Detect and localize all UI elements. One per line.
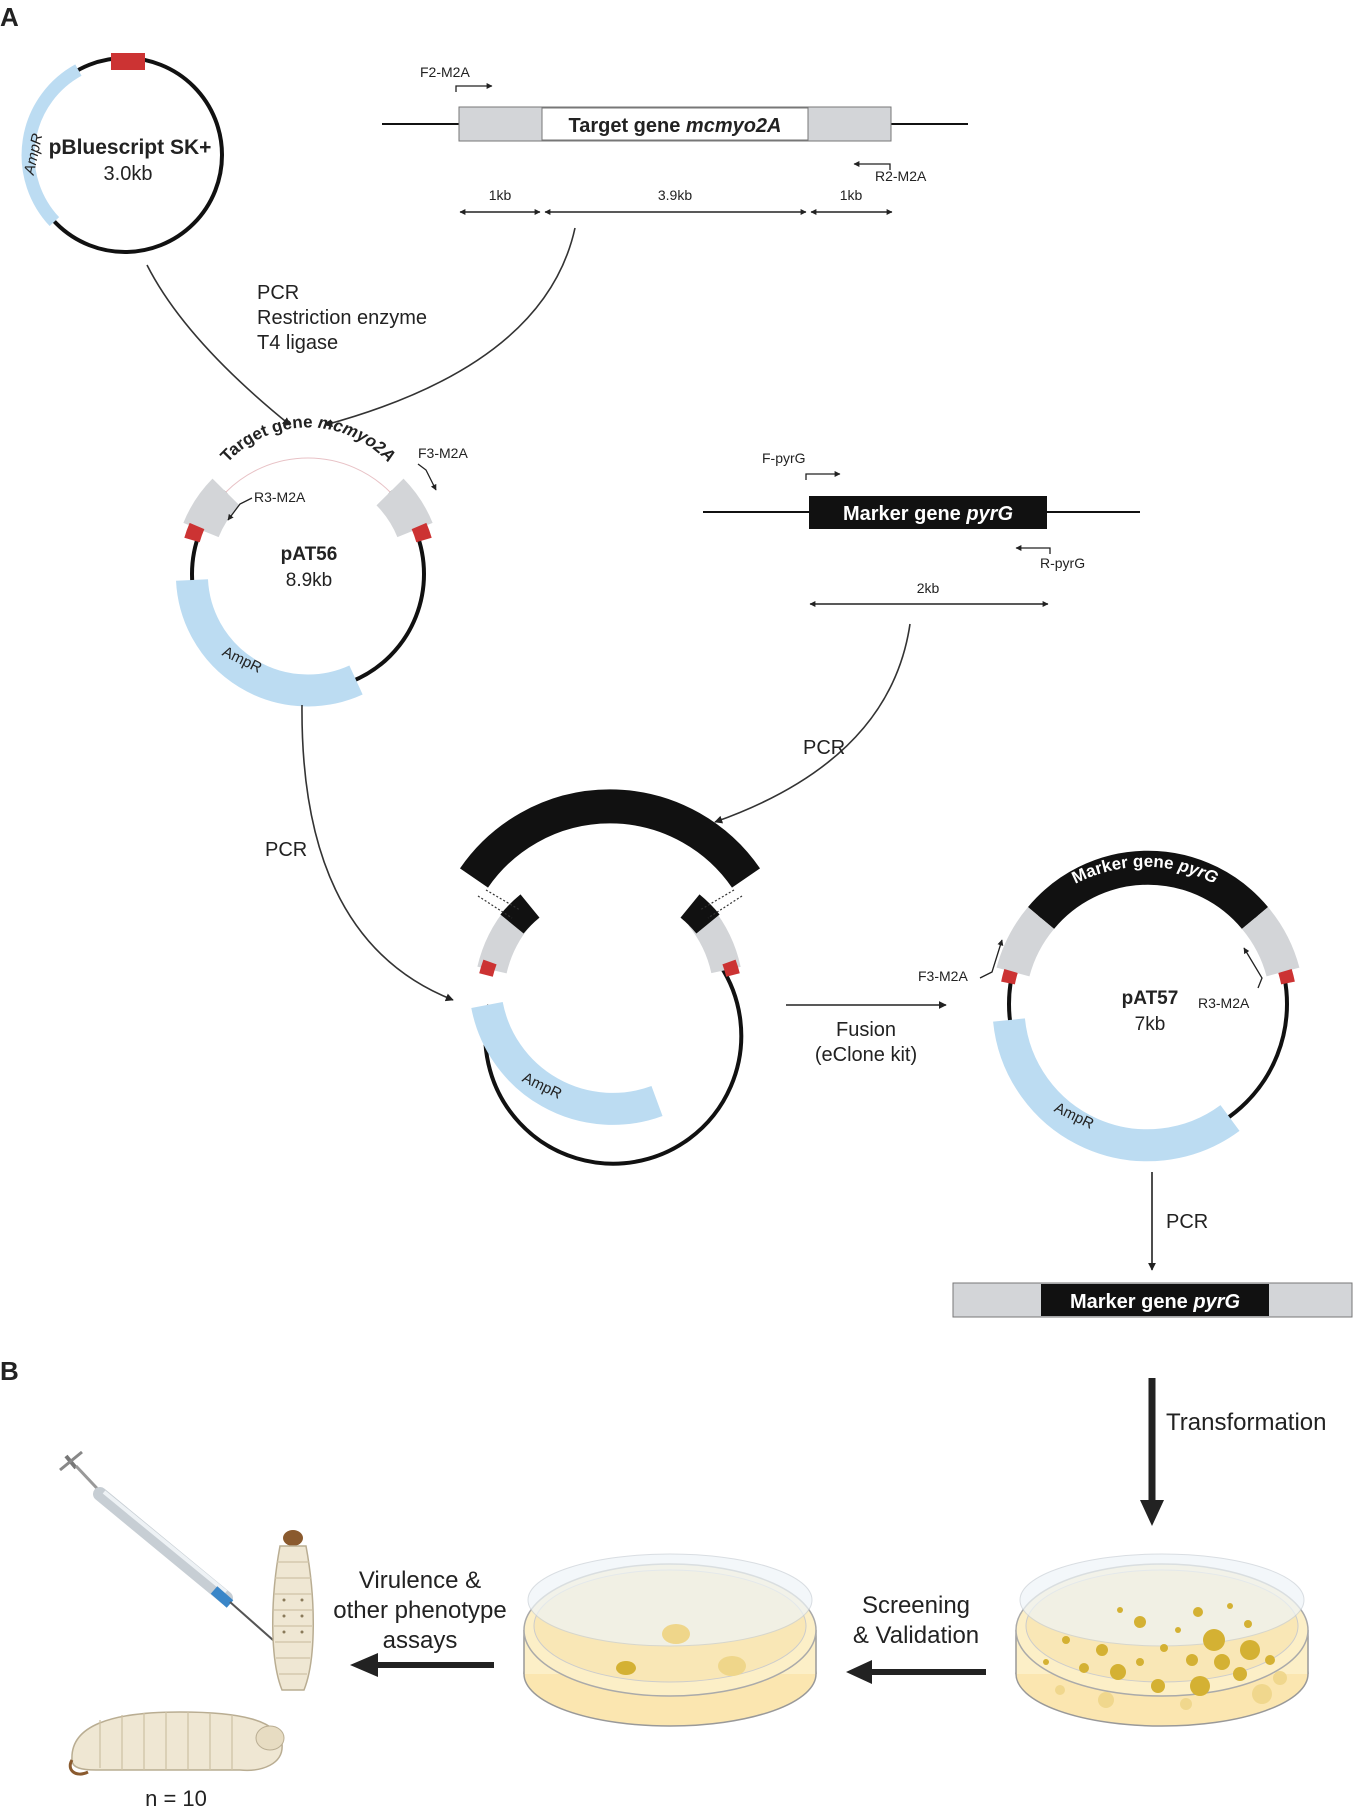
- pat57-name: pAT57: [1122, 988, 1179, 1009]
- panel-label-b: B: [0, 1356, 19, 1386]
- pcr-cassette-label: PCR: [1166, 1211, 1208, 1233]
- screening-arrowhead: [846, 1660, 872, 1684]
- pat56-size: 8.9kb: [286, 570, 332, 591]
- marker-size-label: 2kb: [917, 580, 940, 596]
- pcr-backbone-label: PCR: [265, 839, 307, 861]
- pbluescript-size: 3.0kb: [104, 163, 153, 185]
- plasmid-pat56: Target gene mcmyo2A AmpR pAT56 8.9kb F3-…: [176, 412, 468, 707]
- phenotype-label: other phenotype: [333, 1597, 506, 1624]
- target-locus-label: Target gene mcmyo2A: [568, 115, 781, 137]
- target-gene-size: 3.9kb: [658, 187, 692, 203]
- assays-label: assays: [383, 1627, 458, 1654]
- arrow-pat56-to-open-plasmid: [301, 704, 454, 1002]
- panel-label-a: A: [0, 2, 19, 32]
- cassette-label: Marker gene pyrG: [1070, 1291, 1240, 1313]
- fusion-kit-label: (eClone kit): [815, 1044, 917, 1066]
- cloning-steps: PCR Restriction enzyme T4 ligase: [257, 282, 427, 354]
- larva-vertical-icon: [271, 1530, 315, 1691]
- pat56-primer-f3-label: F3-M2A: [418, 445, 468, 461]
- colonies-few: [616, 1624, 746, 1676]
- virulence-arrowhead: [350, 1653, 378, 1677]
- fusion-label: Fusion: [836, 1019, 896, 1041]
- pat57-primer-f3-label: F3-M2A: [918, 968, 968, 984]
- sample-size-label: n = 10: [145, 1786, 207, 1811]
- marker-locus: Marker gene pyrG F-pyrG R-pyrG 2kb: [703, 450, 1140, 607]
- cloning-step-ligase: T4 ligase: [257, 332, 338, 354]
- pcr-marker-label: PCR: [803, 737, 845, 759]
- target-flank-left-size: 1kb: [489, 187, 512, 203]
- primer-f-pyrg-label: F-pyrG: [762, 450, 806, 466]
- larva-horizontal-icon: [68, 1711, 285, 1776]
- arrow-marker-to-open-plasmid: [714, 623, 911, 824]
- primer-f2-label: F2-M2A: [420, 64, 470, 80]
- transformation-label: Transformation: [1166, 1409, 1327, 1436]
- plasmid-open-assembly: Marker gene pyrG AmpR: [459, 751, 761, 1166]
- cloning-step-pcr: PCR: [257, 282, 299, 304]
- target-locus: Target gene mcmyo2A F2-M2A R2-M2A 1kb 3.…: [382, 64, 968, 215]
- pat57-primer-r3-label: R3-M2A: [1198, 995, 1250, 1011]
- open-marker-label: Marker gene pyrG: [534, 751, 686, 785]
- petri-dish-mutants: [523, 1553, 817, 1727]
- validation-label: & Validation: [853, 1622, 979, 1649]
- cloning-step-restriction: Restriction enzyme: [257, 307, 427, 329]
- transformation-arrowhead: [1140, 1500, 1164, 1526]
- primer-r2-label: R2-M2A: [875, 168, 927, 184]
- pat56-primer-r3-label: R3-M2A: [254, 489, 306, 505]
- syringe-icon: [59, 1450, 283, 1649]
- plasmid-pat57: Marker gene pyrG AmpR pAT57 7kb F3-M2A R…: [918, 850, 1300, 1162]
- colonies-many: [1043, 1603, 1275, 1696]
- screening-label: Screening: [862, 1592, 970, 1619]
- petri-dish-transformants: [1015, 1553, 1309, 1727]
- pbluescript-name: pBluescript SK+: [49, 136, 212, 159]
- virulence-label: Virulence &: [359, 1567, 481, 1594]
- arrow-pbluescript-to-pat56: [146, 264, 291, 426]
- plasmid-pbluescript: AmpR pBluescript SK+ 3.0kb: [21, 53, 224, 254]
- linear-cassette: Marker gene pyrG: [952, 1282, 1353, 1318]
- target-flank-right-size: 1kb: [840, 187, 863, 203]
- pat57-size: 7kb: [1135, 1014, 1166, 1035]
- pat56-name: pAT56: [281, 544, 338, 565]
- primer-r-pyrg-label: R-pyrG: [1040, 555, 1085, 571]
- marker-locus-label: Marker gene pyrG: [843, 503, 1013, 525]
- arrow-target-to-pat56: [324, 227, 576, 427]
